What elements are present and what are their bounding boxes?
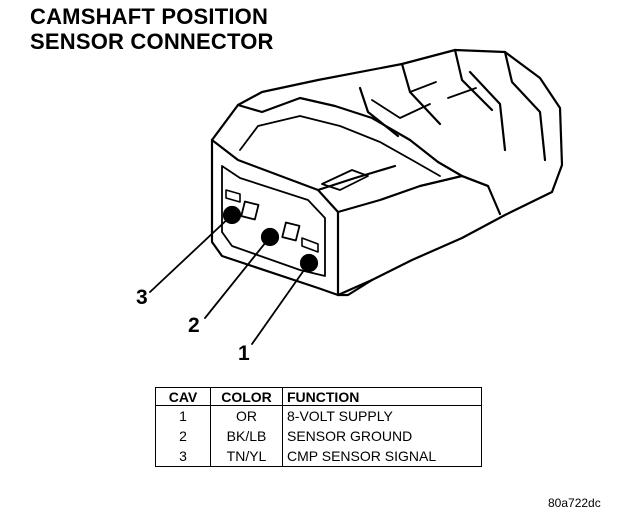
cell-color: OR <box>210 405 283 426</box>
pinout-table: CAV COLOR FUNCTION 1 OR 8-VOLT SUPPLY 2 … <box>155 387 482 467</box>
cell-color: BK/LB <box>210 426 283 446</box>
cavity-square-b <box>281 221 301 242</box>
callout-1: 1 <box>238 342 250 365</box>
callout-2: 2 <box>188 314 200 337</box>
table-header-row: CAV COLOR FUNCTION <box>155 387 482 406</box>
figure-id: 80a722dc <box>548 496 601 510</box>
cell-cav: 3 <box>155 446 211 467</box>
table-row: 3 TN/YL CMP SENSOR SIGNAL <box>155 446 482 467</box>
cell-function: 8-VOLT SUPPLY <box>282 405 482 426</box>
callout-3: 3 <box>136 286 148 309</box>
header-function: FUNCTION <box>282 387 482 406</box>
leader-line-1 <box>251 262 310 345</box>
connector-top-face <box>210 96 490 188</box>
table-row: 2 BK/LB SENSOR GROUND <box>155 426 482 446</box>
connector-top-face-inner <box>239 115 441 177</box>
connector-front-housing <box>210 138 340 297</box>
connector-front-bezel <box>221 165 326 277</box>
leader-line-3 <box>149 214 233 293</box>
header-color: COLOR <box>210 387 283 406</box>
cavity-slot-right <box>301 237 319 253</box>
cavity-square-a <box>240 200 260 221</box>
table-row: 1 OR 8-VOLT SUPPLY <box>155 405 482 426</box>
cell-function: CMP SENSOR SIGNAL <box>282 446 482 467</box>
latch-slot <box>371 81 477 119</box>
cavity-slot-left <box>225 189 241 203</box>
diagram-title: CAMSHAFT POSITION SENSOR CONNECTOR <box>30 4 274 54</box>
cell-cav: 2 <box>155 426 211 446</box>
side-lock-tab <box>321 169 369 191</box>
title-line-1: CAMSHAFT POSITION <box>30 4 269 29</box>
cell-color: TN/YL <box>210 446 283 467</box>
connector-side <box>316 164 502 297</box>
leader-line-2 <box>204 236 271 319</box>
connector-rear-body <box>236 48 564 297</box>
header-cav: CAV <box>155 387 211 406</box>
cell-cav: 1 <box>155 405 211 426</box>
cell-function: SENSOR GROUND <box>282 426 482 446</box>
title-line-2: SENSOR CONNECTOR <box>30 29 274 54</box>
